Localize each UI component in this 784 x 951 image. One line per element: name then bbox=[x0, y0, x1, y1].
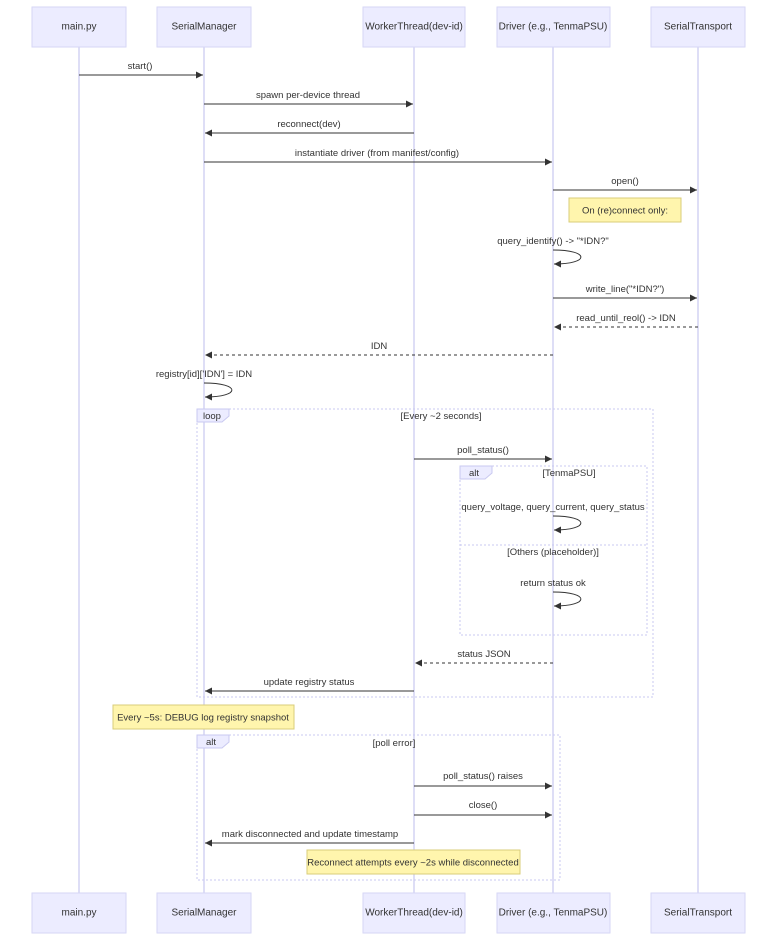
note-text: Reconnect attempts every ~2s while disco… bbox=[307, 858, 519, 869]
actor-main-top: main.py bbox=[31, 6, 127, 48]
actor-label: main.py bbox=[61, 908, 96, 919]
message-status-json: status JSON bbox=[415, 649, 553, 667]
alt-condition: [TenmaPSU] bbox=[542, 468, 595, 479]
note-text: On (re)connect only: bbox=[582, 206, 668, 217]
message-query-voltage-current-status: query_voltage, query_current, query_stat… bbox=[461, 502, 645, 534]
actor-label: main.py bbox=[61, 22, 96, 33]
actor-label: Driver (e.g., TenmaPSU) bbox=[499, 22, 608, 33]
actor-serial-manager-bottom: SerialManager bbox=[156, 892, 252, 934]
actor-serial-transport-bottom: SerialTransport bbox=[650, 892, 746, 934]
message-start: start() bbox=[79, 61, 203, 79]
message-label: spawn per-device thread bbox=[256, 90, 360, 101]
note-reconnect-only: On (re)connect only: bbox=[568, 197, 682, 223]
alt-else-condition: [Others (placeholder)] bbox=[507, 547, 599, 558]
alt-error-frame: alt [poll error] bbox=[196, 734, 561, 881]
message-label: query_identify() -> "*IDN?" bbox=[497, 236, 609, 247]
message-open: open() bbox=[553, 176, 697, 194]
message-idn-return: IDN bbox=[205, 341, 553, 359]
message-label: open() bbox=[611, 176, 638, 187]
actor-label: SerialManager bbox=[171, 908, 237, 919]
message-label: poll_status() raises bbox=[443, 771, 523, 782]
actor-worker-thread-bottom: WorkerThread(dev-id) bbox=[362, 892, 466, 934]
message-label: registry[id]['IDN'] = IDN bbox=[156, 369, 252, 380]
message-label: query_voltage, query_current, query_stat… bbox=[461, 502, 644, 513]
alt-error-condition: [poll error] bbox=[373, 738, 416, 749]
actor-driver-bottom: Driver (e.g., TenmaPSU) bbox=[496, 892, 611, 934]
note-text: Every ~5s: DEBUG log registry snapshot bbox=[117, 713, 289, 724]
actor-driver-top: Driver (e.g., TenmaPSU) bbox=[496, 6, 611, 48]
message-update-registry: update registry status bbox=[205, 677, 414, 695]
loop-frame: loop [Every ~2 seconds] bbox=[196, 408, 654, 698]
message-spawn-thread: spawn per-device thread bbox=[204, 90, 413, 108]
actor-label: WorkerThread(dev-id) bbox=[365, 22, 463, 33]
actor-label: SerialTransport bbox=[664, 22, 732, 33]
alt-driver-frame: alt [TenmaPSU] [Others (placeholder)] bbox=[459, 465, 648, 636]
message-query-identify: query_identify() -> "*IDN?" bbox=[497, 236, 609, 268]
message-label: poll_status() bbox=[457, 445, 509, 456]
message-close: close() bbox=[414, 800, 552, 819]
message-label: instantiate driver (from manifest/config… bbox=[295, 148, 459, 159]
actor-serial-transport-top: SerialTransport bbox=[650, 6, 746, 48]
message-label: update registry status bbox=[264, 677, 355, 688]
message-label: status JSON bbox=[457, 649, 510, 660]
note-reconnect-attempts: Reconnect attempts every ~2s while disco… bbox=[306, 849, 521, 875]
message-label: mark disconnected and update timestamp bbox=[222, 829, 398, 840]
actor-worker-thread-top: WorkerThread(dev-id) bbox=[362, 6, 466, 48]
note-debug-log: Every ~5s: DEBUG log registry snapshot bbox=[112, 704, 295, 730]
message-registry-idn: registry[id]['IDN'] = IDN bbox=[156, 369, 252, 401]
message-read-until-reol: read_until_reol() -> IDN bbox=[554, 313, 698, 331]
message-return-status-ok: return status ok bbox=[520, 578, 586, 610]
actor-label: SerialManager bbox=[171, 22, 237, 33]
alt-keyword: alt bbox=[206, 737, 216, 748]
actor-label: SerialTransport bbox=[664, 908, 732, 919]
message-reconnect: reconnect(dev) bbox=[205, 119, 414, 137]
actor-serial-manager-top: SerialManager bbox=[156, 6, 252, 48]
message-mark-disconnected: mark disconnected and update timestamp bbox=[205, 829, 414, 847]
loop-keyword: loop bbox=[203, 411, 221, 422]
message-label: reconnect(dev) bbox=[277, 119, 340, 130]
message-label: write_line("*IDN?") bbox=[585, 284, 665, 295]
message-label: start() bbox=[128, 61, 153, 72]
message-label: close() bbox=[469, 800, 498, 811]
actor-label: Driver (e.g., TenmaPSU) bbox=[499, 908, 608, 919]
message-instantiate-driver: instantiate driver (from manifest/config… bbox=[204, 148, 552, 166]
alt-keyword: alt bbox=[469, 468, 479, 479]
loop-condition: [Every ~2 seconds] bbox=[400, 411, 481, 422]
message-label: read_until_reol() -> IDN bbox=[576, 313, 676, 324]
message-label: IDN bbox=[371, 341, 388, 352]
actor-label: WorkerThread(dev-id) bbox=[365, 908, 463, 919]
message-poll-status: poll_status() bbox=[414, 445, 552, 463]
message-write-line: write_line("*IDN?") bbox=[553, 284, 697, 302]
message-poll-status-raises: poll_status() raises bbox=[414, 771, 552, 790]
actor-main-bottom: main.py bbox=[31, 892, 127, 934]
message-label: return status ok bbox=[520, 578, 586, 589]
